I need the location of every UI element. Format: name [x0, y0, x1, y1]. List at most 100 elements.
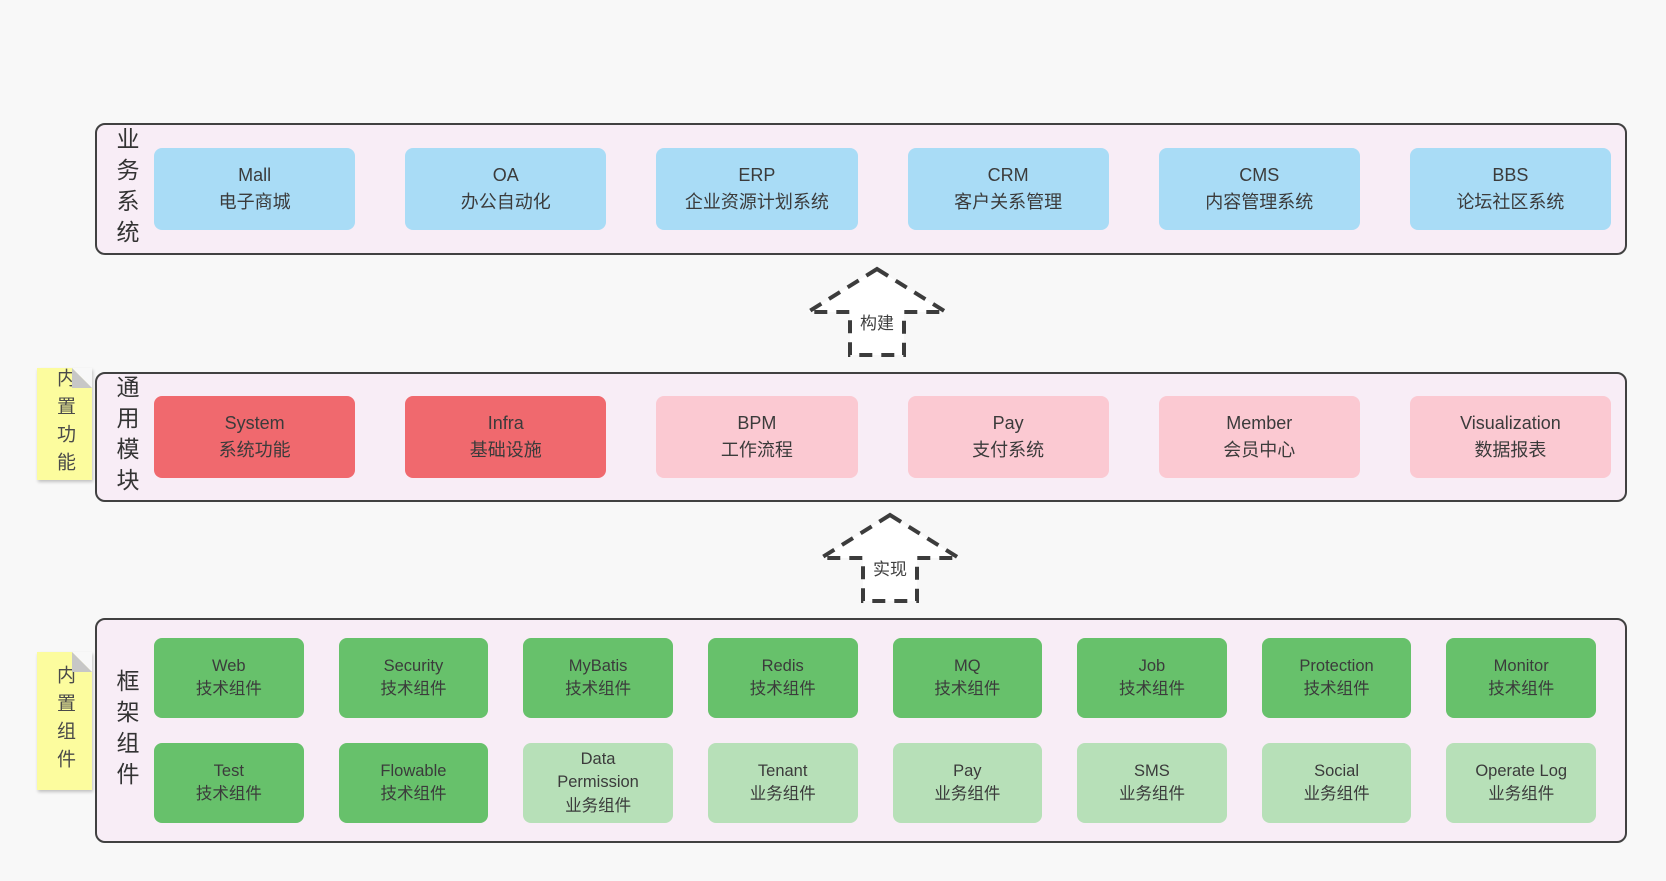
framework-components-row-1: Web 技术组件 Security 技术组件 MyBatis 技术组件 Redi… [154, 638, 1596, 718]
box-subtitle: 论坛社区系统 [1456, 192, 1565, 212]
box-visualization: Visualization 数据报表 [1409, 396, 1612, 478]
box-subtitle: 电子商城 [218, 192, 291, 212]
box-subtitle: 系统功能 [218, 440, 291, 460]
box-subtitle: 企业资源计划系统 [684, 192, 829, 212]
box-oa: OA 办公自动化 [405, 148, 607, 230]
box-pay: Pay 支付系统 [907, 396, 1109, 478]
box-web: Web 技术组件 [154, 638, 304, 718]
box-title: BBS [1492, 165, 1529, 185]
box-subtitle: 技术组件 [565, 680, 632, 698]
box-subtitle: 基础设施 [469, 440, 542, 460]
box-subtitle: 技术组件 [1303, 680, 1370, 698]
box-subtitle: 技术组件 [195, 785, 262, 803]
box-subtitle: 业务组件 [1303, 785, 1370, 803]
box-subtitle: 内容管理系统 [1205, 192, 1314, 212]
box-mq: MQ 技术组件 [892, 638, 1043, 718]
box-title: Mall [238, 165, 272, 185]
box-member: Member 会员中心 [1158, 396, 1360, 478]
band-label-text: 业务系统 [113, 127, 139, 251]
band-label-framework-components: 框架组件 [97, 620, 154, 841]
box-job: Job 技术组件 [1077, 638, 1227, 718]
box-cms: CMS 内容管理系统 [1158, 148, 1360, 230]
box-title: Redis [761, 656, 804, 675]
sticky-note-builtin-components: 内置组件 [37, 652, 92, 790]
box-subtitle: 技术组件 [380, 785, 447, 803]
box-system: System 系统功能 [154, 396, 356, 478]
box-subtitle: 业务组件 [565, 796, 632, 815]
box-subtitle: 业务组件 [1118, 785, 1185, 803]
box-title: Operate Log [1475, 761, 1568, 780]
box-operate-log: Operate Log 业务组件 [1446, 743, 1596, 823]
band-common-modules: 通用模块 System 系统功能 Infra 基础设施 BPM 工作流程 Pay… [95, 372, 1627, 502]
folded-corner-icon [72, 652, 92, 672]
box-monitor: Monitor 技术组件 [1446, 638, 1596, 718]
box-title: Pay [953, 761, 982, 780]
box-data-permission: Data Permission 业务组件 [523, 743, 673, 823]
box-subtitle: 数据报表 [1474, 440, 1547, 460]
sticky-note-text: 内置组件 [54, 665, 75, 777]
box-subtitle: 技术组件 [1488, 680, 1555, 698]
box-title: Visualization [1460, 413, 1561, 433]
box-subtitle: 业务组件 [934, 785, 1001, 803]
box-title: System [224, 413, 285, 433]
box-subtitle: 业务组件 [1488, 785, 1555, 803]
box-subtitle: 支付系统 [972, 440, 1045, 460]
box-title: Tenant [757, 761, 808, 780]
common-modules-boxes: System 系统功能 Infra 基础设施 BPM 工作流程 Pay 支付系统… [154, 396, 1625, 478]
box-title: Pay [992, 413, 1024, 433]
box-title: Job [1138, 656, 1166, 675]
box-subtitle: 办公自动化 [460, 192, 551, 212]
box-subtitle: 技术组件 [380, 680, 447, 698]
box-subtitle: 技术组件 [1118, 680, 1185, 698]
box-title: Member [1226, 413, 1293, 433]
band-framework-components: 框架组件 Web 技术组件 Security 技术组件 MyBatis 技术组件… [95, 618, 1627, 843]
box-title: Web [211, 656, 246, 675]
box-title: MyBatis [568, 656, 628, 675]
box-subtitle: 技术组件 [934, 680, 1001, 698]
business-systems-boxes: Mall 电子商城 OA 办公自动化 ERP 企业资源计划系统 CRM 客户关系… [154, 148, 1625, 230]
box-subtitle: 业务组件 [749, 785, 816, 803]
box-title: Infra [487, 413, 524, 433]
box-subtitle: 工作流程 [720, 440, 793, 460]
box-subtitle: 客户关系管理 [954, 192, 1063, 212]
box-title: Security [383, 656, 444, 675]
folded-corner-icon [72, 368, 92, 388]
implement-arrow-label: 实现 [870, 554, 910, 581]
band-label-text: 通用模块 [113, 375, 139, 499]
band-business-systems: 业务系统 Mall 电子商城 OA 办公自动化 ERP 企业资源计划系统 CRM… [95, 123, 1627, 255]
box-mybatis: MyBatis 技术组件 [523, 638, 673, 718]
box-title: SMS [1134, 761, 1170, 780]
box-title: Protection [1299, 656, 1374, 675]
framework-components-row-2: Test 技术组件 Flowable 技术组件 Data Permission … [154, 743, 1596, 823]
box-bbs: BBS 论坛社区系统 [1409, 148, 1612, 230]
box-title: Flowable [380, 761, 447, 780]
band-label-text: 框架组件 [113, 668, 139, 793]
box-title: OA [492, 165, 519, 185]
box-subtitle: 技术组件 [749, 680, 816, 698]
box-title: Monitor [1493, 656, 1549, 675]
box-crm: CRM 客户关系管理 [907, 148, 1109, 230]
box-title: Social [1314, 761, 1360, 780]
build-arrow-label: 构建 [857, 308, 897, 335]
box-sms: SMS 业务组件 [1077, 743, 1227, 823]
box-flowable: Flowable 技术组件 [338, 743, 489, 823]
box-title: BPM [737, 413, 777, 433]
box-title: CRM [987, 165, 1029, 185]
box-mall: Mall 电子商城 [154, 148, 356, 230]
box-pay-business: Pay 业务组件 [892, 743, 1043, 823]
box-protection: Protection 技术组件 [1261, 638, 1412, 718]
box-tenant: Tenant 业务组件 [707, 743, 858, 823]
box-title: Data Permission [557, 750, 639, 792]
box-infra: Infra 基础设施 [405, 396, 607, 478]
box-title: Test [213, 761, 244, 780]
box-test: Test 技术组件 [154, 743, 304, 823]
framework-components-rows: Web 技术组件 Security 技术组件 MyBatis 技术组件 Redi… [154, 638, 1625, 823]
box-subtitle: 技术组件 [195, 680, 262, 698]
box-bpm: BPM 工作流程 [656, 396, 858, 478]
box-erp: ERP 企业资源计划系统 [656, 148, 858, 230]
build-arrow: 构建 [805, 266, 949, 358]
implement-arrow: 实现 [818, 512, 962, 604]
box-title: CMS [1239, 165, 1280, 185]
band-label-business-systems: 业务系统 [97, 125, 154, 253]
